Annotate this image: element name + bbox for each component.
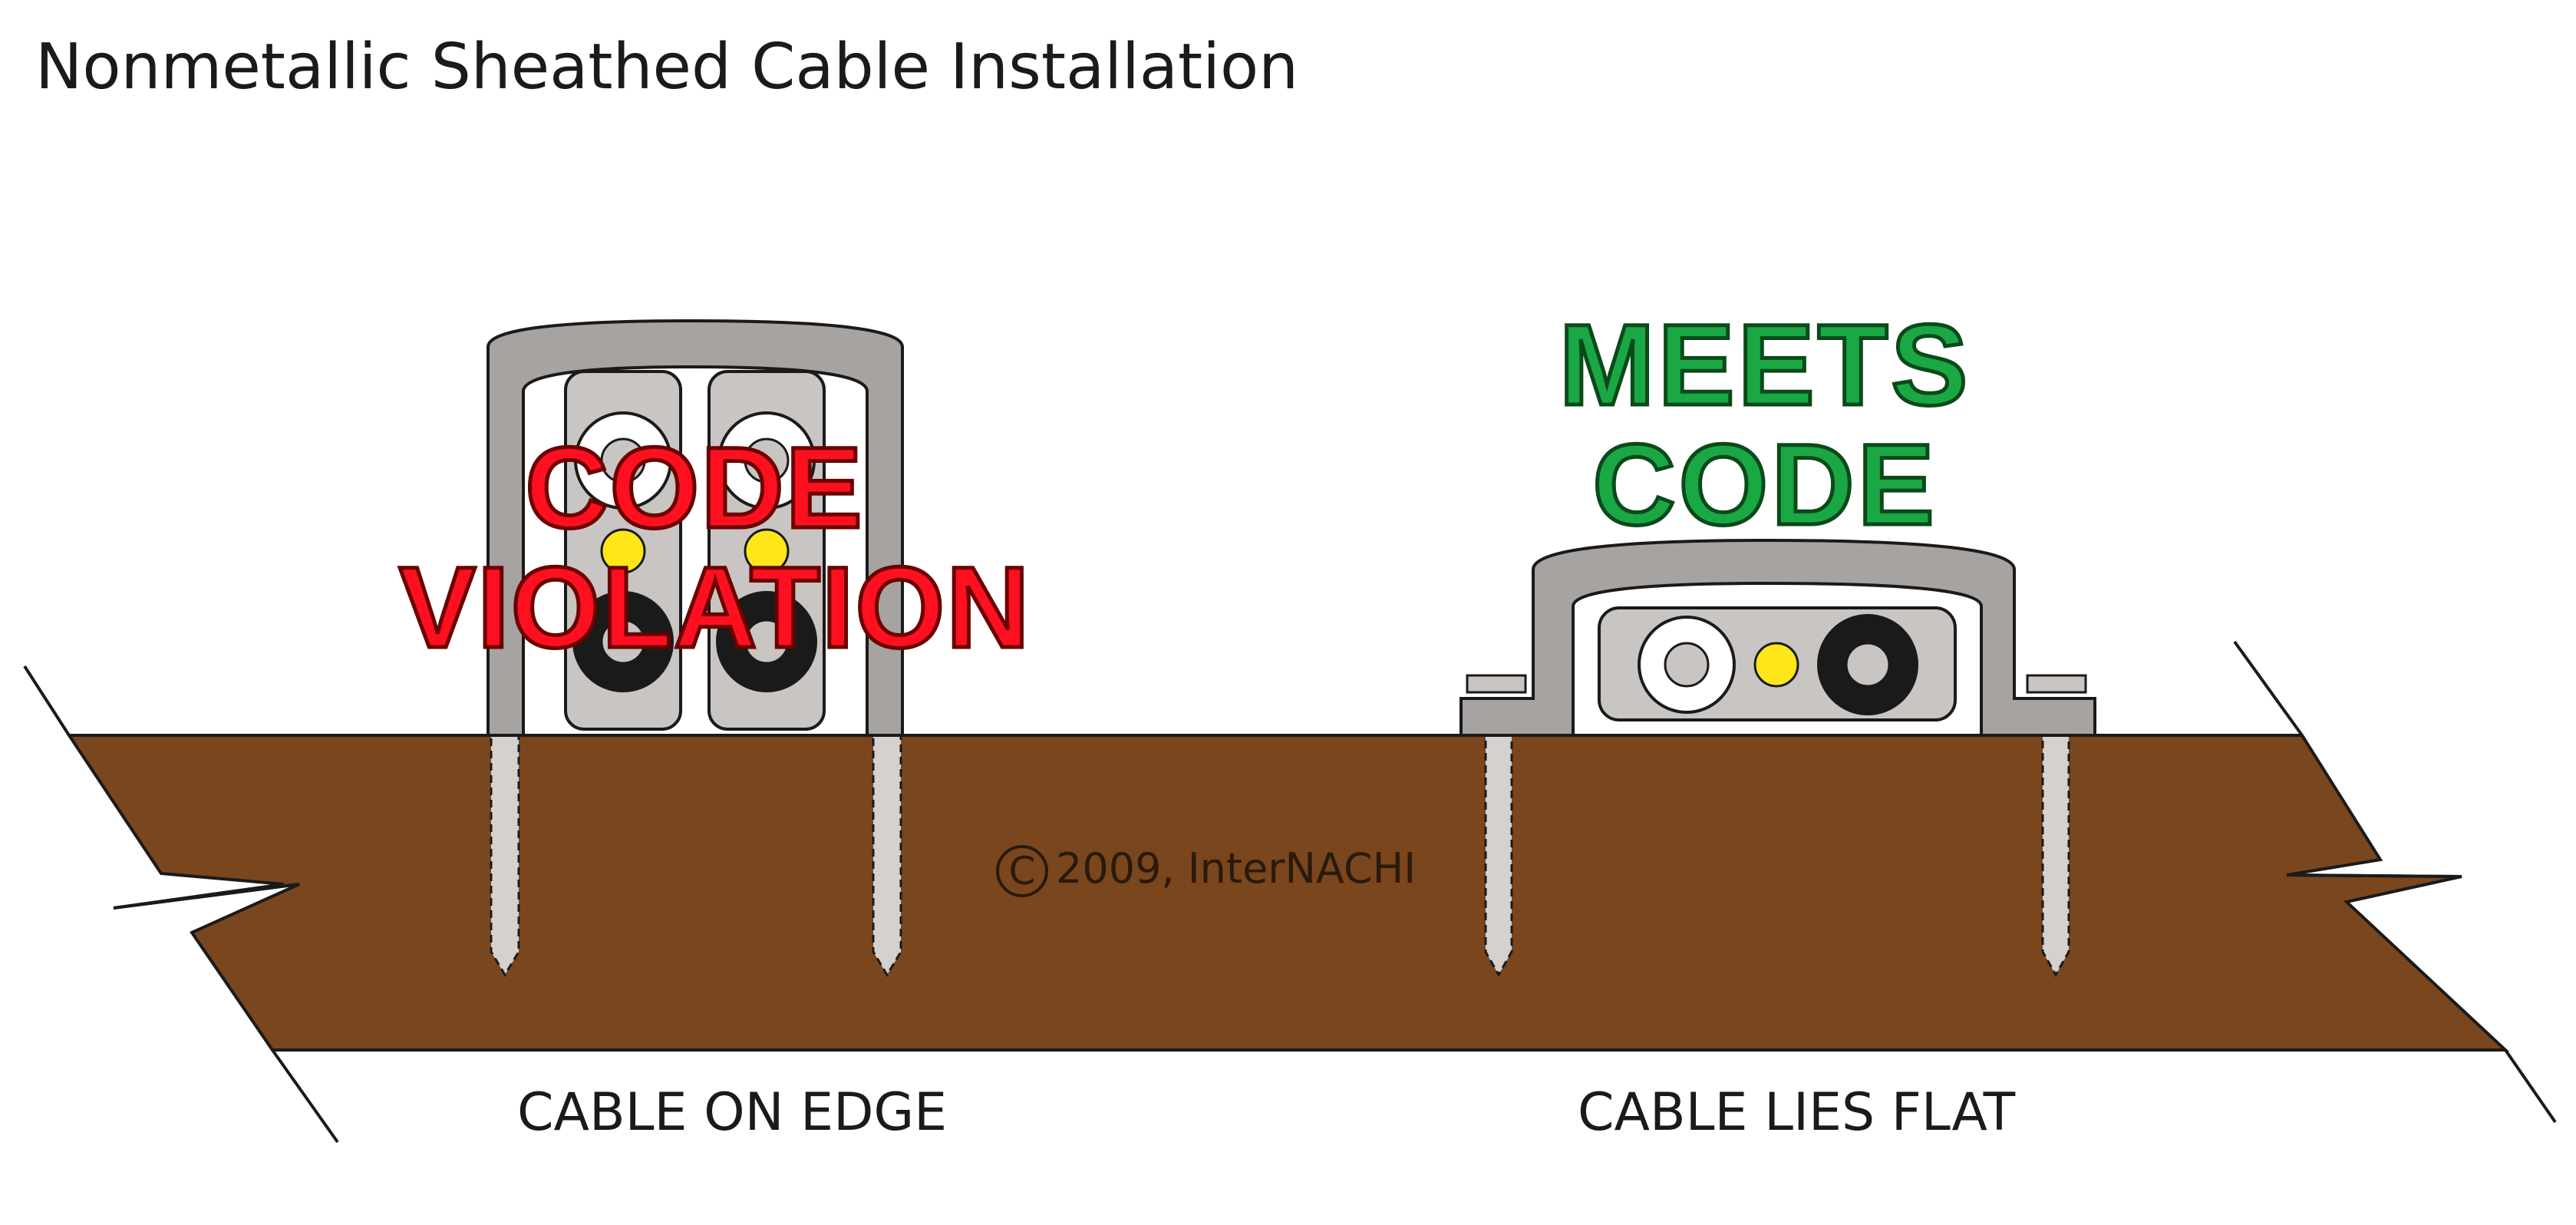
staple-leg — [1484, 705, 1513, 978]
white-wire-core — [744, 438, 790, 484]
board-cut-line-bottom-left — [271, 1048, 339, 1144]
black-wire-core — [1845, 642, 1891, 688]
meets-code-line2: CODE — [1591, 420, 1938, 549]
staple-body — [1460, 538, 2096, 737]
caption-cable-on-edge: CABLE ON EDGE — [517, 1082, 948, 1143]
wood-board-body — [66, 734, 2510, 1052]
white-wire-core — [600, 438, 646, 484]
left-staple — [487, 319, 904, 737]
board-cut-line-top-right — [2233, 640, 2304, 737]
nail-head — [2026, 674, 2087, 694]
caption-cable-lies-flat: CABLE LIES FLAT — [1578, 1082, 2016, 1143]
nail-head — [1466, 674, 1527, 694]
code-violation-label: CODE VIOLATION — [397, 423, 1032, 672]
board-cut-line-bottom-right — [2504, 1048, 2557, 1124]
left-cables — [564, 370, 826, 731]
right-cable — [1598, 606, 1957, 721]
staple-legs — [490, 705, 2070, 978]
board-cut-line-top-left — [23, 665, 71, 737]
ground-wire — [744, 528, 790, 574]
copyright-icon: C — [996, 845, 1048, 898]
staple-leg — [2041, 705, 2070, 978]
split-line-right — [2286, 873, 2462, 878]
staple-leg — [490, 734, 520, 977]
wood-board — [23, 640, 2557, 1144]
right-staple — [1460, 538, 2096, 737]
ground-wire — [1753, 642, 1799, 688]
meets-code-label: MEETS CODE — [1535, 300, 1995, 549]
staple-body — [487, 319, 904, 737]
white-wire-core — [1664, 642, 1710, 688]
meets-code-line1: MEETS — [1557, 300, 1971, 429]
split-line-left — [113, 883, 300, 910]
black-wire-core — [600, 619, 646, 665]
code-violation-line1: CODE — [523, 423, 864, 552]
ground-wire — [600, 528, 646, 574]
copyright-text: 2009, InterNACHI — [1056, 844, 1417, 893]
page-title: Nonmetallic Sheathed Cable Installation — [35, 31, 1299, 104]
code-violation-line2: VIOLATION — [397, 543, 1032, 672]
staple-leg — [872, 734, 902, 977]
black-wire-core — [744, 619, 790, 665]
